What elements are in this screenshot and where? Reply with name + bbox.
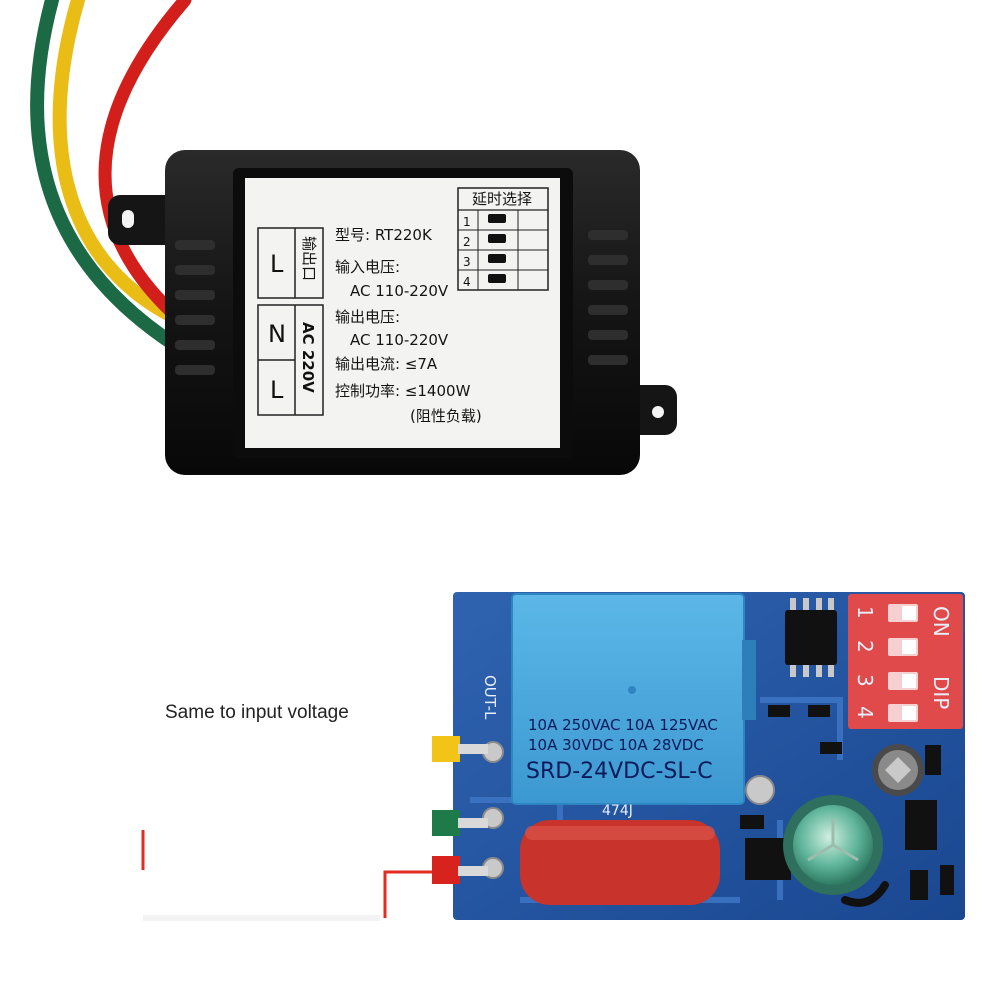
load-note: (阻性负载)	[410, 407, 482, 425]
input-voltage-value: AC 110-220V	[350, 282, 449, 300]
input-voltage-title: 输入电压:	[335, 258, 400, 276]
dip-label: DIP	[929, 676, 953, 709]
dip-num-1: 1	[853, 606, 877, 619]
output-voltage-value: AC 110-220V	[350, 331, 449, 349]
wire-bundle	[30, 0, 192, 352]
delay-num-1: 1	[463, 215, 471, 229]
input-L-text: L	[270, 376, 284, 404]
dip-num-2: 2	[853, 640, 877, 653]
module-label: L 输出口 N L AC 220V 型号: RT220K 输入电压: AC 11…	[245, 178, 560, 448]
dip-num-3: 3	[853, 674, 877, 687]
delay-num-2: 2	[463, 235, 471, 249]
delay-switch-marks	[488, 214, 506, 283]
dip-on-label: ON	[929, 606, 953, 637]
delay-num-3: 3	[463, 255, 471, 269]
control-power: 控制功率: ≤1400W	[335, 382, 471, 400]
dip-num-4: 4	[853, 706, 877, 719]
pcb-board: OUT-L 10A 250VAC 10A 125VAC 10A 30VDC 10…	[453, 592, 965, 920]
output-port-text: 输出口	[300, 236, 318, 281]
wire-connectors	[432, 736, 488, 884]
relay-model: SRD-24VDC-SL-C	[526, 759, 713, 784]
wire-annotation: Same to input voltage	[165, 702, 349, 723]
input-N-text: N	[268, 320, 286, 348]
annotation-lines	[141, 746, 440, 921]
cap-code: 474J	[602, 803, 633, 819]
relay-rating-1: 10A 250VAC 10A 125VAC	[528, 716, 718, 734]
relay-rating-2: 10A 30VDC 10A 28VDC	[528, 736, 704, 754]
delay-header: 延时选择	[472, 190, 532, 208]
out-label: OUT-L	[481, 675, 499, 720]
output-voltage-title: 输出电压:	[335, 308, 400, 326]
output-L-text: L	[270, 250, 284, 278]
delay-num-4: 4	[463, 275, 471, 289]
model-line: 型号: RT220K	[335, 226, 433, 244]
output-current: 输出电流: ≤7A	[335, 355, 438, 373]
input-voltage-vertical: AC 220V	[299, 322, 317, 393]
